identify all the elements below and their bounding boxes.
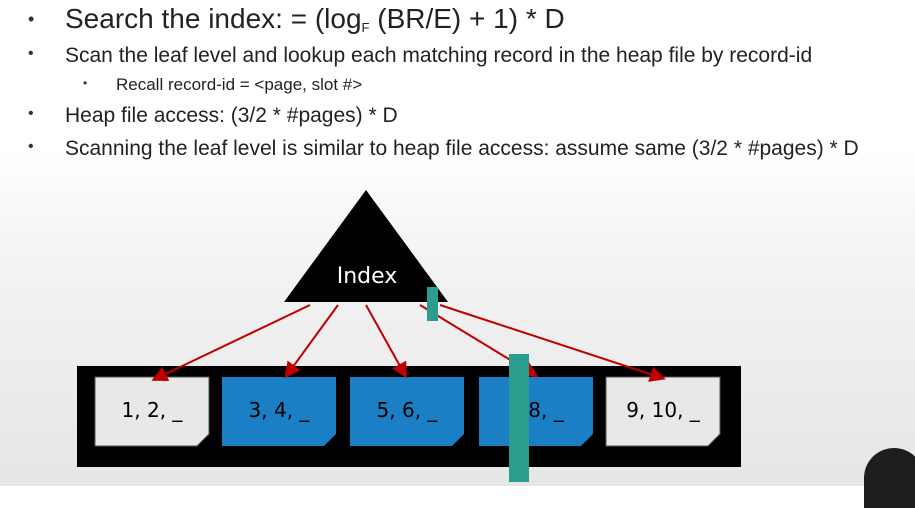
bullet-dot: •	[28, 138, 34, 155]
bullet-search-text: Search the index: = (log	[65, 3, 362, 34]
index-diagram: 1, 2, _ 3, 4, _ 5, 6, _ 8, _ 9, 10, _ In…	[77, 190, 741, 482]
sub-bullet-dot: •	[83, 76, 88, 90]
bullet-scan-leaf: Scan the leaf level and lookup each matc…	[65, 44, 813, 67]
arrow-to-page-5	[439, 304, 666, 382]
arrow-to-page-1	[151, 304, 311, 382]
leaf-page-label: 3, 4, _	[249, 398, 311, 422]
bullet-search-index: Search the index: = (logF (BR/E) + 1) * …	[65, 3, 565, 35]
leaf-page-label: 5, 6, _	[377, 398, 439, 422]
arrow-to-page-2	[284, 304, 339, 379]
bullet-heap-access: Heap file access: (3/2 * #pages) * D	[65, 104, 398, 127]
pointer-arrows	[151, 304, 666, 382]
scan-marker-small	[427, 287, 438, 321]
scan-marker-large	[509, 354, 529, 482]
leaf-page: 5, 6, _	[350, 377, 464, 446]
bullet-search-suffix: (BR/E) + 1) * D	[369, 3, 565, 34]
log-subscript: F	[361, 20, 370, 35]
bullet-scanning-similar: Scanning the leaf level is similar to he…	[65, 137, 859, 160]
leaf-page: 8, _	[479, 377, 593, 446]
bullet-dot: •	[28, 9, 35, 29]
leaf-page: 9, 10, _	[605, 376, 721, 447]
leaf-page-label: 8, _	[528, 398, 564, 422]
bullet-dot: •	[28, 45, 34, 62]
leaf-page-label: 1, 2, _	[122, 398, 184, 422]
leaf-page: 3, 4, _	[222, 377, 336, 446]
arrow-to-page-3	[365, 304, 407, 379]
index-label: Index	[337, 264, 398, 289]
leaf-page: 1, 2, _	[94, 376, 210, 447]
index-triangle	[284, 190, 448, 302]
bullet-dot: •	[28, 105, 34, 122]
leaf-page-label: 9, 10, _	[626, 398, 701, 422]
sub-bullet-record-id: Recall record-id = <page, slot #>	[116, 75, 363, 94]
presenter-silhouette	[864, 448, 915, 508]
